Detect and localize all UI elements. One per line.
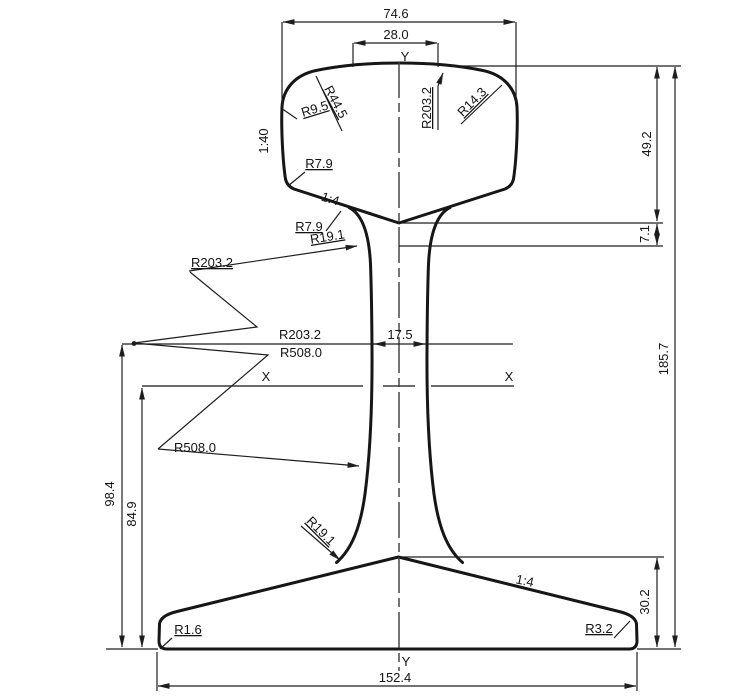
label-r-web-upper: R19.1 <box>309 226 346 246</box>
label-axis-y-top: Y <box>401 49 410 64</box>
rail-web-right-edge <box>425 206 464 564</box>
leader-r1-6 <box>159 637 173 650</box>
label-r-web-mid-lower: R508.0 <box>280 345 322 360</box>
leader-r7-9-head <box>287 171 306 187</box>
rail-foot-outline <box>157 555 639 651</box>
label-r-foot-edge-right: R3.2 <box>585 621 612 636</box>
leader-junction-dot <box>131 341 137 346</box>
leader-r508-0-arrow <box>157 448 360 468</box>
dimension-lines <box>119 19 678 689</box>
label-slope-foot-top: 1:4 <box>515 571 536 589</box>
label-dim-total-height: 185.7 <box>656 343 671 376</box>
label-r-web-zigzag-lower: R508.0 <box>174 440 216 455</box>
label-r-gauge-corner: R9.5 <box>299 98 330 120</box>
label-r-foot-edge-left: R1.6 <box>174 622 201 637</box>
label-slope-head-side: 1:40 <box>256 128 271 153</box>
leader-r7-9-web <box>325 210 342 232</box>
leader-zigzag-r203-2 <box>133 271 259 344</box>
label-dim-crown-width: 28.0 <box>383 27 408 42</box>
leader-r44-5 <box>315 75 343 132</box>
label-axis-x-right: X <box>505 369 514 384</box>
leader-r9-5 <box>280 107 298 120</box>
extension-lines <box>106 22 681 691</box>
leader-r203-2-crown-arrow <box>436 72 444 87</box>
label-dim-head-to-base: 98.4 <box>102 481 117 506</box>
leader-zigzag-r508-0 <box>133 342 270 450</box>
label-dim-head-height: 49.2 <box>639 131 654 156</box>
label-dim-foot-height: 30.2 <box>637 589 652 614</box>
label-r-web-zigzag-upper: R203.2 <box>191 255 233 270</box>
label-r-crown: R203.2 <box>419 87 434 129</box>
rail-web-left-edge <box>335 206 374 564</box>
label-r-web-upper-fillet: R7.9 <box>295 219 322 234</box>
label-r-head-lower: R7.9 <box>305 156 332 171</box>
label-dim-head-width: 74.6 <box>383 6 408 21</box>
label-axis-x-left: X <box>262 369 271 384</box>
leader-r3-2 <box>613 620 631 639</box>
label-dim-fishing-height: 7.1 <box>637 225 652 243</box>
labels: 74.6 28.0 Y R9.5 R44.5 R203.2 R14.3 1:40… <box>102 6 671 685</box>
axis-lines <box>142 62 514 671</box>
label-dim-web-thickness: 17.5 <box>387 327 412 342</box>
leader-r19-1-top <box>188 244 358 272</box>
label-slope-head-underside: 1:4 <box>319 189 341 209</box>
leader-r14-3 <box>460 84 503 125</box>
label-r-web-mid-upper: R203.2 <box>279 327 321 342</box>
label-axis-y-bottom: Y <box>402 654 411 669</box>
leader-lines <box>131 72 631 650</box>
rail-profile <box>157 61 639 651</box>
leader-r19-1-bottom <box>300 525 341 561</box>
label-dim-axis-to-base: 84.9 <box>124 501 139 526</box>
label-dim-foot-width: 152.4 <box>379 670 412 685</box>
